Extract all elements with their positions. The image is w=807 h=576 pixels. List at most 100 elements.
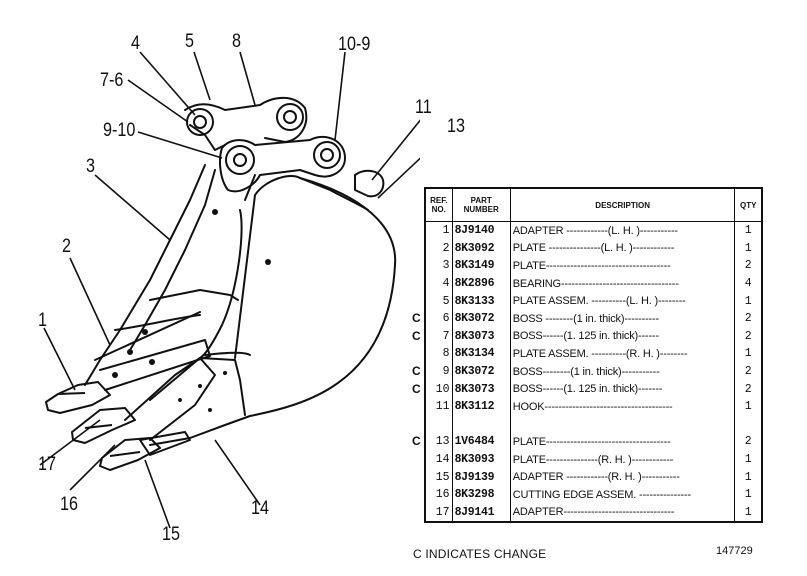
description-cell: BOSS------(1. 125 in. thick)------ bbox=[509, 327, 736, 346]
description-cell: PLATE ---------------(L. H. )-----------… bbox=[509, 239, 736, 258]
table-header-row: REF. NO. PART NUMBER DESCRIPTION QTY bbox=[424, 187, 763, 222]
qty-cell: 2 bbox=[734, 309, 763, 328]
qty-cell: 1 bbox=[734, 468, 763, 486]
part-number-cell: 8K3073 bbox=[451, 380, 511, 398]
leader-9-10 bbox=[137, 131, 223, 159]
leader-2 bbox=[69, 257, 111, 346]
qty-cell bbox=[734, 415, 763, 434]
ref-cell: 11 bbox=[424, 397, 453, 416]
header-part-number: PART NUMBER bbox=[451, 187, 511, 222]
leader-10-9 bbox=[334, 51, 346, 141]
callout-13: 13 bbox=[447, 116, 465, 137]
description-cell: PLATE-----------------------------------… bbox=[509, 257, 736, 275]
ref-cell: 16 bbox=[424, 485, 453, 504]
description-cell: ADAPTER ------------(R. H. )----------- bbox=[509, 468, 736, 486]
ref-cell: 1 bbox=[424, 221, 453, 240]
description-cell: PLATE ASSEM. ----------(L. H. )-------- bbox=[509, 292, 736, 310]
part-number-cell: 8K3093 bbox=[451, 450, 511, 469]
description-cell: BOSS --------(1 in. thick)---------- bbox=[509, 309, 736, 328]
bucket-shell bbox=[149, 177, 397, 446]
boss-upper-right bbox=[276, 103, 304, 131]
ref-cell: 6 bbox=[424, 309, 453, 328]
qty-cell: 2 bbox=[734, 380, 763, 398]
drawing-number: 147729 bbox=[716, 545, 753, 557]
lower-link-plate bbox=[219, 135, 346, 193]
change-mark-10: C bbox=[412, 382, 421, 396]
qty-cell: 1 bbox=[734, 503, 763, 523]
adapter-left bbox=[45, 381, 111, 414]
change-mark-9: C bbox=[412, 364, 421, 378]
callout-2: 2 bbox=[62, 236, 71, 257]
ref-cell bbox=[424, 415, 453, 434]
change-footnote: C INDICATES CHANGE bbox=[413, 547, 547, 561]
part-number-cell: 8K2896 bbox=[451, 274, 511, 293]
ref-cell: 8 bbox=[424, 345, 453, 363]
part-number-cell: 8K3112 bbox=[451, 397, 511, 416]
callout-4: 4 bbox=[131, 33, 140, 54]
qty-cell: 2 bbox=[734, 257, 763, 275]
part-number-cell: 8K3072 bbox=[451, 362, 511, 381]
part-number-cell: 1V6484 bbox=[451, 433, 511, 451]
header-description: DESCRIPTION bbox=[509, 187, 736, 222]
callout-17: 17 bbox=[38, 454, 56, 475]
ref-cell: 13 bbox=[424, 433, 453, 451]
part-number-cell: 8K3073 bbox=[451, 327, 511, 346]
callout-1: 1 bbox=[38, 310, 47, 331]
description-cell: ADAPTER-------------------------------- bbox=[509, 503, 736, 523]
ref-cell: 4 bbox=[424, 274, 453, 293]
callout-8: 8 bbox=[232, 31, 241, 52]
cutting-edge bbox=[139, 431, 191, 456]
callout-9-10: 9-10 bbox=[103, 120, 136, 141]
qty-cell: 1 bbox=[734, 450, 763, 469]
qty-cell: 1 bbox=[734, 485, 763, 504]
description-cell: PLATE---------------(R. H. )------------ bbox=[509, 450, 736, 469]
callout-5: 5 bbox=[185, 31, 194, 52]
qty-cell: 2 bbox=[734, 362, 763, 381]
leader-4 bbox=[139, 51, 196, 116]
description-cell: BEARING---------------------------------… bbox=[509, 274, 736, 293]
callout-16: 16 bbox=[60, 494, 78, 515]
boss-lower-right bbox=[313, 141, 341, 169]
part-number-cell: 8J9141 bbox=[451, 503, 511, 523]
leader-7-6 bbox=[127, 79, 189, 123]
table-row bbox=[424, 415, 763, 434]
part-number-cell bbox=[451, 415, 511, 434]
ref-cell: 10 bbox=[424, 380, 453, 398]
ref-cell: 5 bbox=[424, 292, 453, 310]
leader-17 bbox=[39, 419, 101, 466]
description-cell: CUTTING EDGE ASSEM. --------------- bbox=[509, 485, 736, 504]
part-number-cell: 8K3133 bbox=[451, 292, 511, 310]
bucket-shell-inner bbox=[199, 209, 243, 359]
leader-11 bbox=[371, 119, 420, 181]
hook bbox=[354, 169, 385, 198]
ref-cell: 2 bbox=[424, 239, 453, 258]
boss-lower-left bbox=[225, 145, 255, 175]
description-cell: HOOK------------------------------------… bbox=[509, 397, 736, 416]
qty-cell: 1 bbox=[734, 239, 763, 258]
adapter-center bbox=[71, 407, 136, 444]
ref-cell: 17 bbox=[424, 503, 453, 523]
leader-3 bbox=[94, 174, 171, 241]
leader-1 bbox=[43, 327, 76, 391]
change-mark-6: C bbox=[412, 311, 421, 325]
leader-13 bbox=[377, 157, 420, 199]
callout-15: 15 bbox=[162, 524, 180, 545]
leader-14 bbox=[214, 439, 261, 506]
left-side-plate bbox=[84, 164, 206, 386]
callout-11: 11 bbox=[415, 97, 432, 118]
part-number-cell: 8K3134 bbox=[451, 345, 511, 363]
qty-cell: 1 bbox=[734, 345, 763, 363]
callout-3: 3 bbox=[86, 156, 95, 177]
